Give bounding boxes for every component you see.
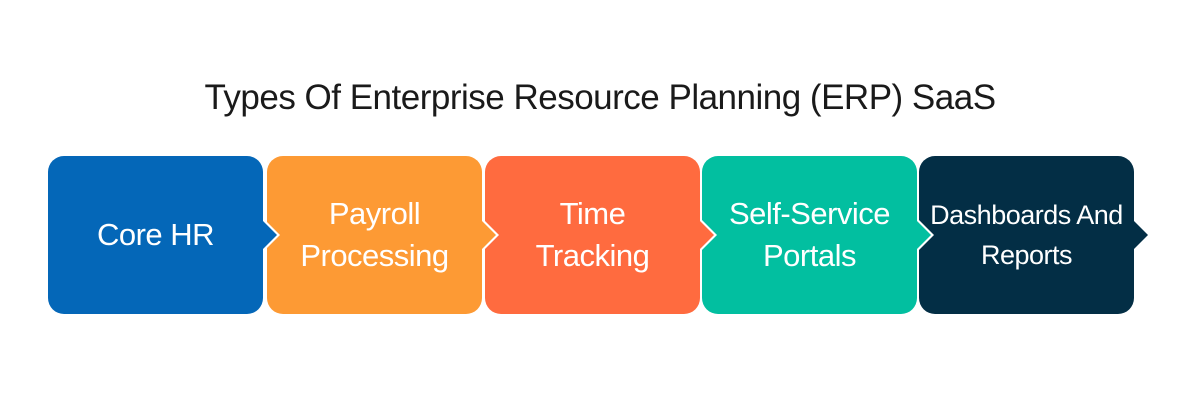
step-core-hr: Core HR [48, 156, 280, 314]
chevron-right-icon [263, 221, 277, 249]
step-time-tracking: Time Tracking [485, 156, 717, 314]
step-label: Core HR [96, 217, 215, 252]
step-label: Dashboards And Reports [930, 200, 1123, 270]
step-self-service-portals: Self-Service Portals [702, 156, 934, 314]
diagram-title: Types Of Enterprise Resource Planning (E… [204, 78, 996, 117]
step-payroll-processing: Payroll Processing [267, 156, 499, 314]
step-label: Self-Service Portals [728, 196, 891, 273]
chevron-right-icon [1134, 221, 1148, 249]
step-label: Payroll Processing [300, 196, 449, 273]
chevron-right-icon [482, 221, 496, 249]
chevron-right-icon [700, 221, 714, 249]
step-dashboards-and-reports: Dashboards And Reports [919, 156, 1148, 314]
chevron-right-icon [917, 221, 931, 249]
step-label: Time Tracking [535, 196, 650, 273]
